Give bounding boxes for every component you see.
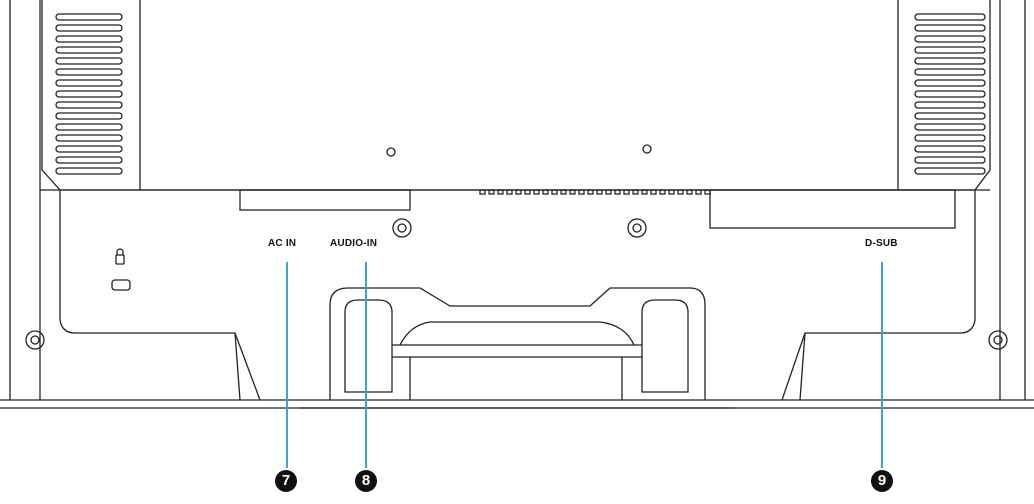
vent-slot [914, 167, 986, 175]
vent-slot [55, 46, 123, 54]
vent-slot [55, 156, 123, 164]
perf-hole [596, 189, 603, 195]
vent-slot [914, 35, 986, 43]
perf-hole [605, 189, 612, 195]
perf-hole [695, 189, 702, 195]
perf-hole [668, 189, 675, 195]
perf-hole [677, 189, 684, 195]
vesa-screw-holes [386, 144, 652, 157]
vent-slot [55, 145, 123, 153]
vent-slot [55, 13, 123, 21]
vent-slot [914, 101, 986, 109]
vent-slot [914, 156, 986, 164]
perf-hole [623, 189, 630, 195]
vent-slot [55, 134, 123, 142]
perf-hole [515, 189, 522, 195]
vent-slot [55, 35, 123, 43]
ac-in-label: AC IN [268, 238, 297, 249]
perf-hole [569, 189, 576, 195]
kensington-lock-icon [111, 248, 131, 291]
perf-hole [479, 189, 486, 195]
vent-slot [914, 68, 986, 76]
perf-hole [659, 189, 666, 195]
vent-slot [914, 46, 986, 54]
perf-hole [506, 189, 513, 195]
perf-hole [524, 189, 531, 195]
perf-hole [650, 189, 657, 195]
perforated-strip [479, 189, 711, 195]
callout-audio-in: 8 [355, 470, 377, 492]
perf-hole [578, 189, 585, 195]
callout-leader-lines [286, 262, 883, 468]
vent-slot [55, 79, 123, 87]
monitor-stand [300, 287, 735, 409]
d-sub-label: D-SUB [865, 238, 898, 249]
perf-hole [641, 189, 648, 195]
perf-hole [551, 189, 558, 195]
vent-slot [914, 134, 986, 142]
panel-screws [25, 218, 1008, 350]
vent-slot [55, 101, 123, 109]
monitor-frame [0, 0, 1034, 409]
callout-d-sub: 9 [871, 470, 893, 492]
right-vent-grille [914, 13, 986, 175]
left-vent-grille [55, 13, 123, 175]
perf-hole [542, 189, 549, 195]
vent-slot [55, 57, 123, 65]
upper-rear-panel [40, 0, 991, 191]
connector-panel [59, 190, 976, 401]
perf-hole [704, 189, 711, 195]
perf-hole [560, 189, 567, 195]
vent-slot [55, 112, 123, 120]
vent-slot [914, 145, 986, 153]
panel-tabs [239, 189, 956, 229]
vent-slot [55, 167, 123, 175]
perf-hole [632, 189, 639, 195]
perf-hole [488, 189, 495, 195]
vent-slot [914, 24, 986, 32]
vent-slot [914, 79, 986, 87]
vent-slot [55, 24, 123, 32]
vent-slot [55, 68, 123, 76]
vent-slot [55, 123, 123, 131]
vent-slot [914, 57, 986, 65]
perf-hole [533, 189, 540, 195]
perf-hole [587, 189, 594, 195]
perf-hole [686, 189, 693, 195]
vent-slot [914, 112, 986, 120]
vent-slot [55, 90, 123, 98]
vent-slot [914, 90, 986, 98]
vent-slot [914, 123, 986, 131]
perf-hole [497, 189, 504, 195]
vent-slot [914, 13, 986, 21]
perf-hole [614, 189, 621, 195]
audio-in-label: AUDIO-IN [330, 238, 378, 249]
callout-ac-in: 7 [275, 470, 297, 492]
